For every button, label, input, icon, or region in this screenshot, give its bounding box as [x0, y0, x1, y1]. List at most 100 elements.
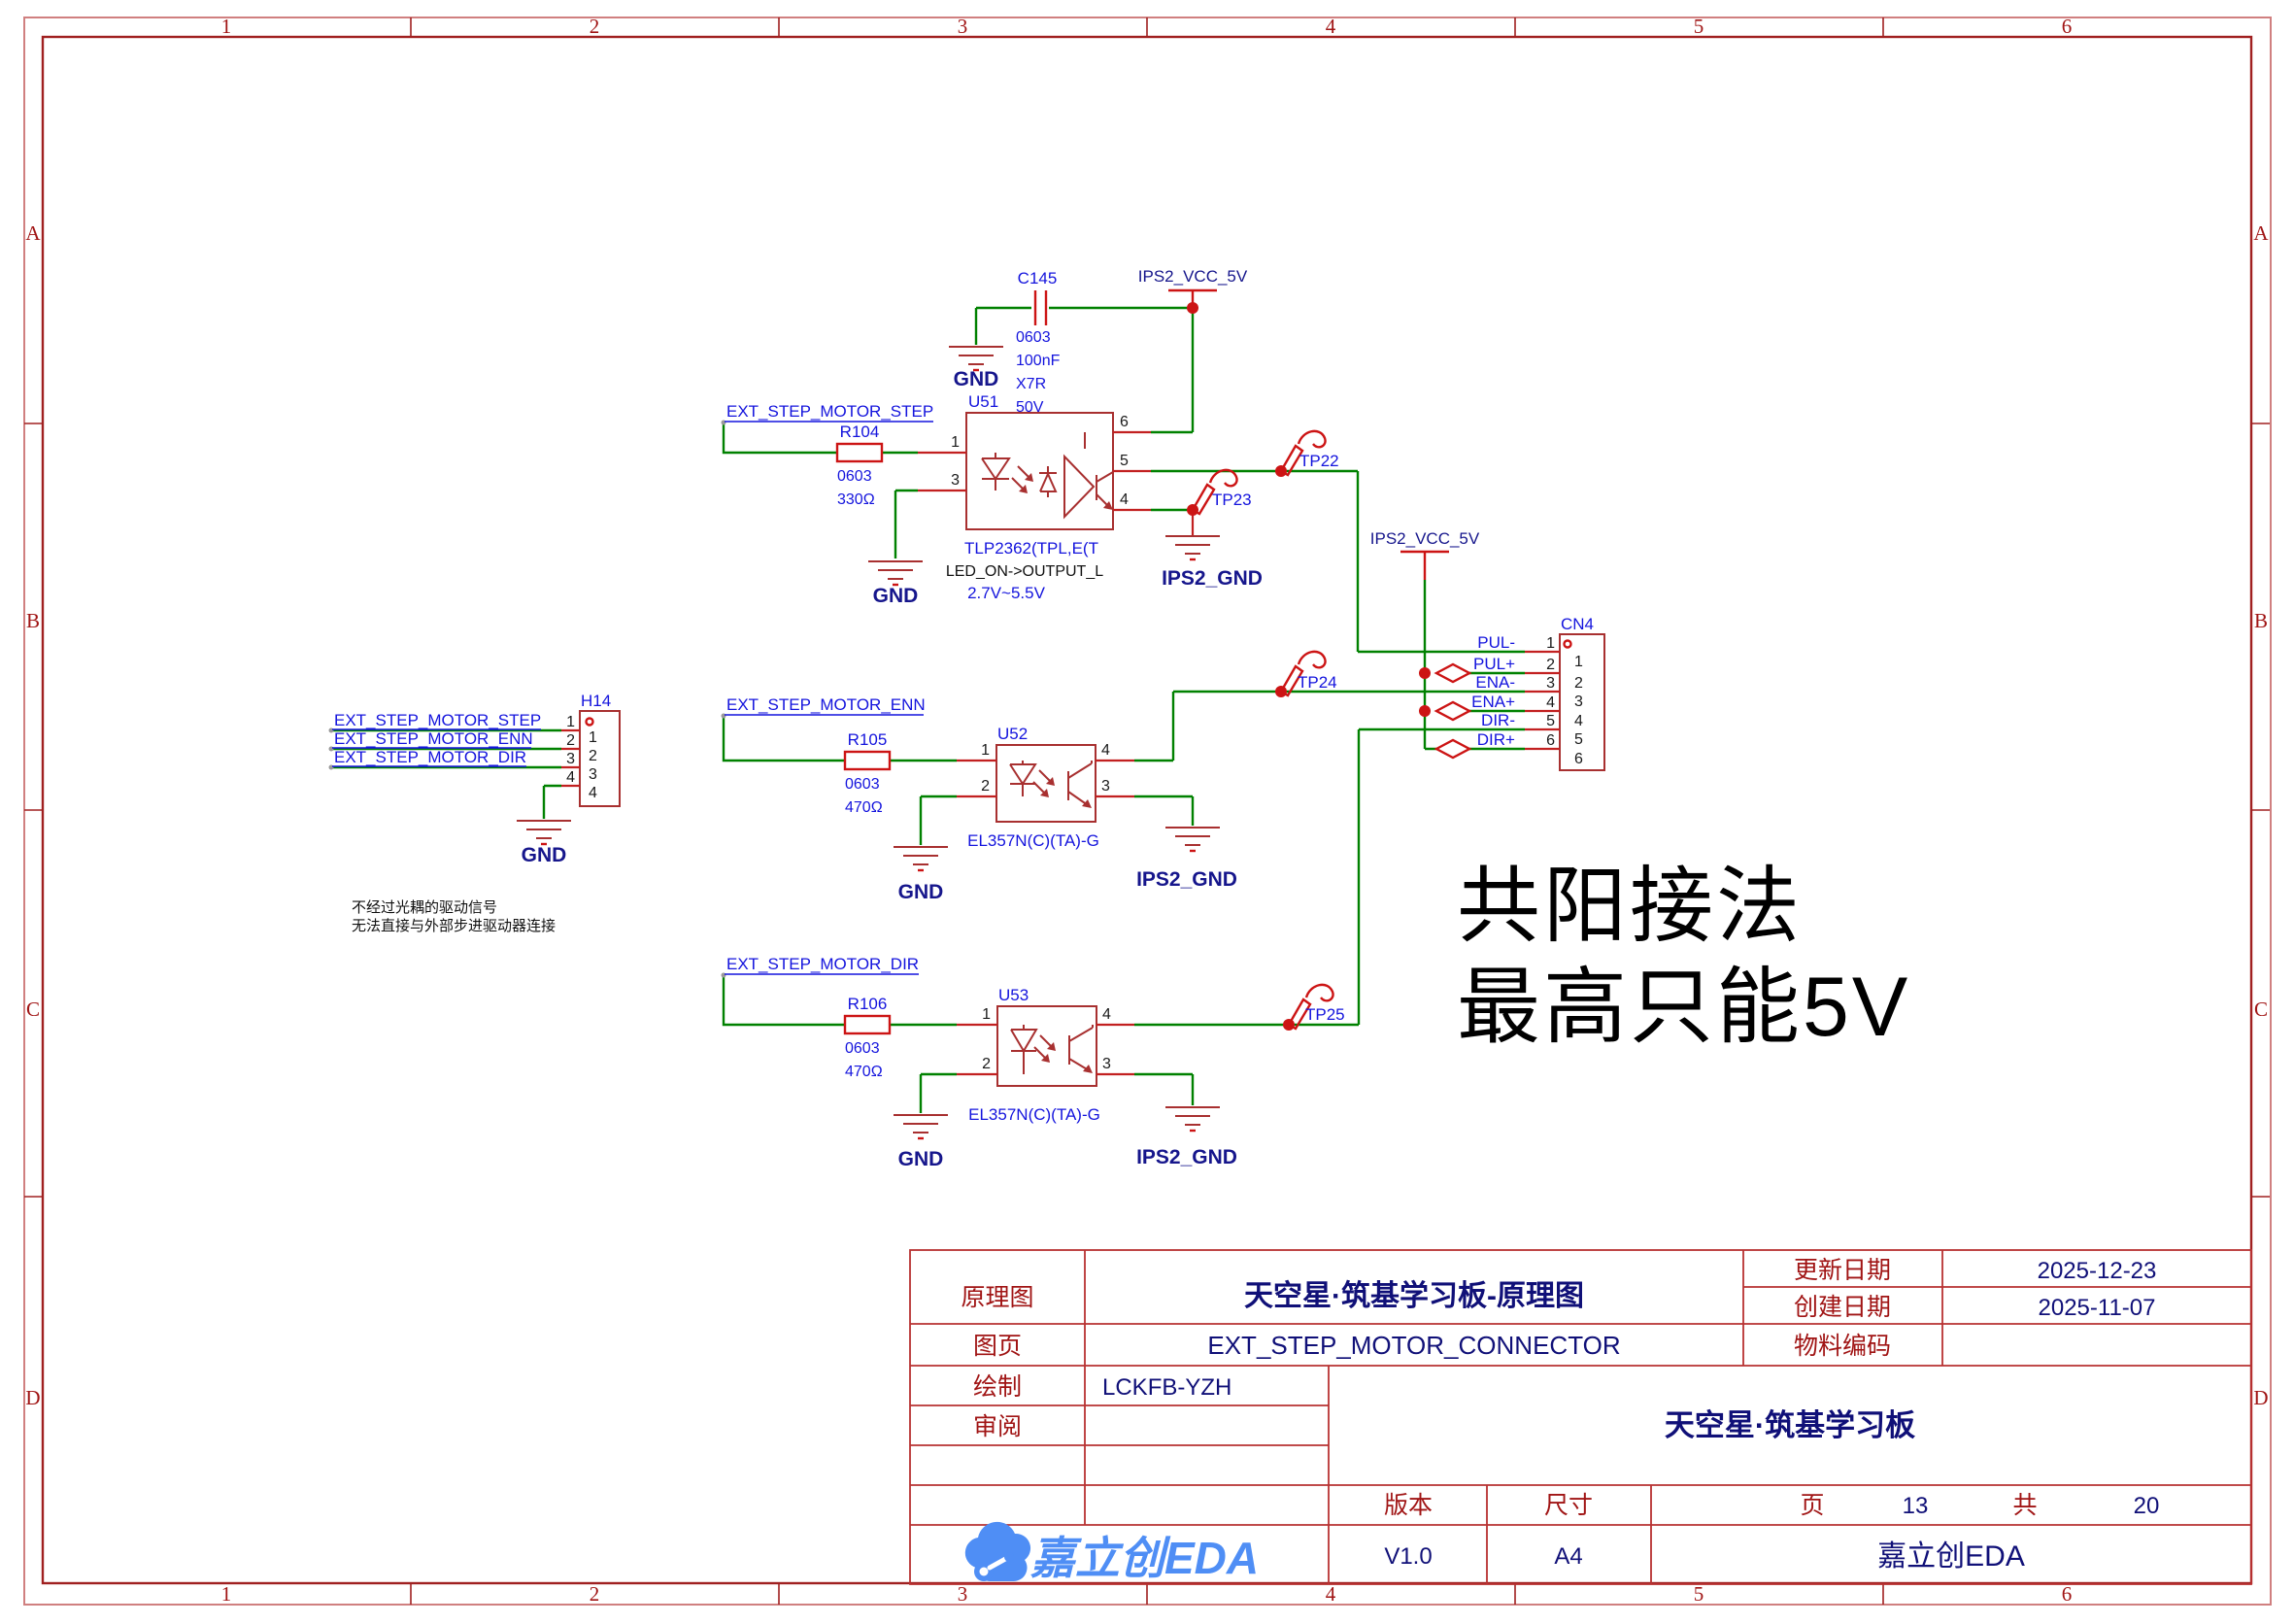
opto-internal-symbol: [1009, 761, 1093, 808]
tb-created-value[interactable]: 2025-11-07: [2039, 1295, 2156, 1321]
testpoint-tp22[interactable]: TP22: [1275, 429, 1339, 477]
net-label[interactable]: EXT_STEP_MOTOR_ENN: [334, 729, 533, 748]
vcc-label[interactable]: IPS2_VCC_5V: [1138, 267, 1248, 286]
tb-drawn-label: 绘制: [973, 1373, 1022, 1401]
resistor-r106[interactable]: R106 0603 470Ω: [843, 995, 892, 1080]
note-line1: 不经过光耦的驱动信号: [352, 899, 497, 916]
net-label[interactable]: EXT_STEP_MOTOR_STEP: [334, 711, 541, 729]
net-tie-diamond[interactable]: [1434, 700, 1471, 722]
r105-refdes[interactable]: R105: [848, 730, 888, 749]
gnd-h14[interactable]: GND: [515, 819, 573, 866]
u52-refdes[interactable]: U52: [997, 725, 1028, 743]
ips2-gnd-u51[interactable]: IPS2_GND: [1162, 510, 1263, 590]
vcc-port-top[interactable]: IPS2_VCC_5V: [1138, 267, 1248, 308]
annotation-line2: 最高只能5V: [1457, 961, 1910, 1054]
resistor-r104[interactable]: R104 0603 330Ω: [835, 423, 884, 508]
r104-value: 330Ω: [837, 491, 875, 508]
u51-pin5: 5: [1120, 453, 1129, 469]
ips2-gnd-label: IPS2_GND: [1136, 868, 1237, 891]
optocoupler-u53[interactable]: U53 1 2 4 3 EL357N(C)(TA)-G: [957, 986, 1134, 1124]
optocoupler-u51[interactable]: U51 1 3 6 5 4 TLP2362(TPL,E(T LED_ON->OU…: [918, 392, 1151, 602]
tb-version-value[interactable]: V1.0: [1384, 1543, 1432, 1570]
tb-updated-label: 更新日期: [1794, 1257, 1891, 1284]
row-label: D: [2253, 1386, 2268, 1409]
u52-pin1: 1: [981, 742, 990, 759]
tb-size-value[interactable]: A4: [1554, 1543, 1582, 1570]
cn4-refdes[interactable]: CN4: [1561, 615, 1594, 633]
net-anchor-dot: [328, 727, 334, 733]
testpoint-tp23[interactable]: TP23: [1187, 468, 1252, 516]
gnd-c145[interactable]: GND: [947, 345, 1005, 390]
u52-partnumber: EL357N(C)(TA)-G: [967, 831, 1099, 850]
tp25-label[interactable]: TP25: [1305, 1005, 1345, 1024]
junction-dot: [1187, 302, 1198, 314]
resistor-r105[interactable]: R105 0603 470Ω: [843, 730, 892, 816]
c145-refdes[interactable]: C145: [1018, 269, 1058, 288]
note-text: 不经过光耦的驱动信号 无法直接与外部步进驱动器连接: [352, 899, 556, 934]
h14-refdes[interactable]: H14: [581, 692, 611, 710]
net-label[interactable]: EXT_STEP_MOTOR_DIR: [726, 955, 919, 973]
tp22-label[interactable]: TP22: [1299, 452, 1339, 470]
ground-symbol: [947, 345, 1005, 372]
junction-dot: [1275, 686, 1287, 697]
connector-cn4[interactable]: CN4 PUL- PUL+ ENA- ENA+ DIR- DIR+ 1 2 3 …: [1471, 615, 1605, 771]
u51-pin6: 6: [1120, 414, 1129, 430]
capacitor-c145[interactable]: C145 0603 100nF X7R 50V: [1016, 269, 1061, 416]
optocoupler-u52[interactable]: U52 1 2 4 3 EL357N(C)(TA)-G: [957, 725, 1134, 850]
cn4-pin-name: ENA+: [1471, 693, 1515, 711]
sheet-border: 1 2 3 4 5 6 1 2 3 4 5 6 A B C D A B C D: [23, 15, 2272, 1606]
tb-sheet-value[interactable]: EXT_STEP_MOTOR_CONNECTOR: [1207, 1331, 1620, 1360]
vcc-label[interactable]: IPS2_VCC_5V: [1370, 529, 1480, 548]
tb-updated-value[interactable]: 2025-12-23: [2038, 1258, 2157, 1284]
connector-h14[interactable]: H14 1 2 3 4 1 2 3 4: [561, 692, 621, 807]
opto-internal-symbol: [1010, 1025, 1094, 1074]
gnd-u52[interactable]: GND: [892, 845, 950, 903]
u51-refdes[interactable]: U51: [968, 392, 998, 411]
tb-total-label: 共: [2012, 1492, 2037, 1519]
col-label: 5: [1694, 15, 1704, 38]
net-tie-diamond[interactable]: [1434, 738, 1471, 760]
u51-voltage-range: 2.7V~5.5V: [967, 584, 1046, 602]
cn4-inner-num: 4: [1574, 713, 1583, 729]
net-label[interactable]: EXT_STEP_MOTOR_DIR: [334, 748, 526, 766]
cn4-pin-name: ENA-: [1475, 673, 1515, 692]
tp23-label[interactable]: TP23: [1212, 491, 1252, 509]
r106-refdes[interactable]: R106: [848, 995, 888, 1013]
junction-dot: [1283, 1019, 1295, 1031]
tb-board-name[interactable]: 天空星·筑基学习板: [1665, 1408, 1915, 1442]
netlabels-h14[interactable]: EXT_STEP_MOTOR_STEP EXT_STEP_MOTOR_ENN E…: [328, 711, 542, 770]
net-tie-diamond[interactable]: [1434, 662, 1471, 684]
netlabel-enn-u52[interactable]: EXT_STEP_MOTOR_ENN: [721, 695, 926, 719]
wires[interactable]: [331, 306, 1525, 1113]
col-label: 1: [221, 15, 232, 38]
h14-inner-num: 3: [589, 766, 597, 783]
note-line2: 无法直接与外部步进驱动器连接: [352, 918, 556, 934]
jlceda-logo: 嘉立创EDA: [964, 1521, 1259, 1583]
net-anchor-dot: [328, 746, 334, 752]
u51-pin3: 3: [951, 472, 960, 489]
h14-inner-num: 4: [589, 785, 597, 801]
gnd-u53[interactable]: GND: [892, 1113, 950, 1170]
testpoint-tp25[interactable]: TP25: [1283, 983, 1345, 1031]
tp24-label[interactable]: TP24: [1298, 673, 1337, 692]
netlabel-dir-u53[interactable]: EXT_STEP_MOTOR_DIR: [721, 955, 920, 978]
vcc-port-cn4[interactable]: IPS2_VCC_5V: [1370, 529, 1480, 580]
tb-material-label: 物料编码: [1794, 1333, 1891, 1360]
net-label[interactable]: EXT_STEP_MOTOR_ENN: [726, 695, 926, 714]
u53-refdes[interactable]: U53: [998, 986, 1029, 1004]
ips2-gnd-u53[interactable]: IPS2_GND: [1136, 1105, 1237, 1168]
ips2-gnd-u52[interactable]: IPS2_GND: [1136, 826, 1237, 891]
gnd-label: GND: [522, 844, 567, 866]
r105-value: 470Ω: [845, 799, 883, 816]
netlabel-step-u51[interactable]: EXT_STEP_MOTOR_STEP: [721, 402, 934, 425]
gnd-label: GND: [873, 585, 919, 607]
testpoint-tp24[interactable]: TP24: [1275, 650, 1337, 697]
u53-pin2: 2: [982, 1056, 991, 1072]
tb-schematic-title[interactable]: 天空星·筑基学习板-原理图: [1244, 1279, 1584, 1312]
tb-drawn-value[interactable]: LCKFB-YZH: [1102, 1374, 1231, 1401]
u51-partnumber: TLP2362(TPL,E(T: [964, 539, 1098, 558]
r104-refdes[interactable]: R104: [840, 423, 880, 441]
u51-description: LED_ON->OUTPUT_L: [946, 563, 1103, 580]
net-label[interactable]: EXT_STEP_MOTOR_STEP: [726, 402, 933, 421]
gnd-u51[interactable]: GND: [866, 559, 925, 607]
